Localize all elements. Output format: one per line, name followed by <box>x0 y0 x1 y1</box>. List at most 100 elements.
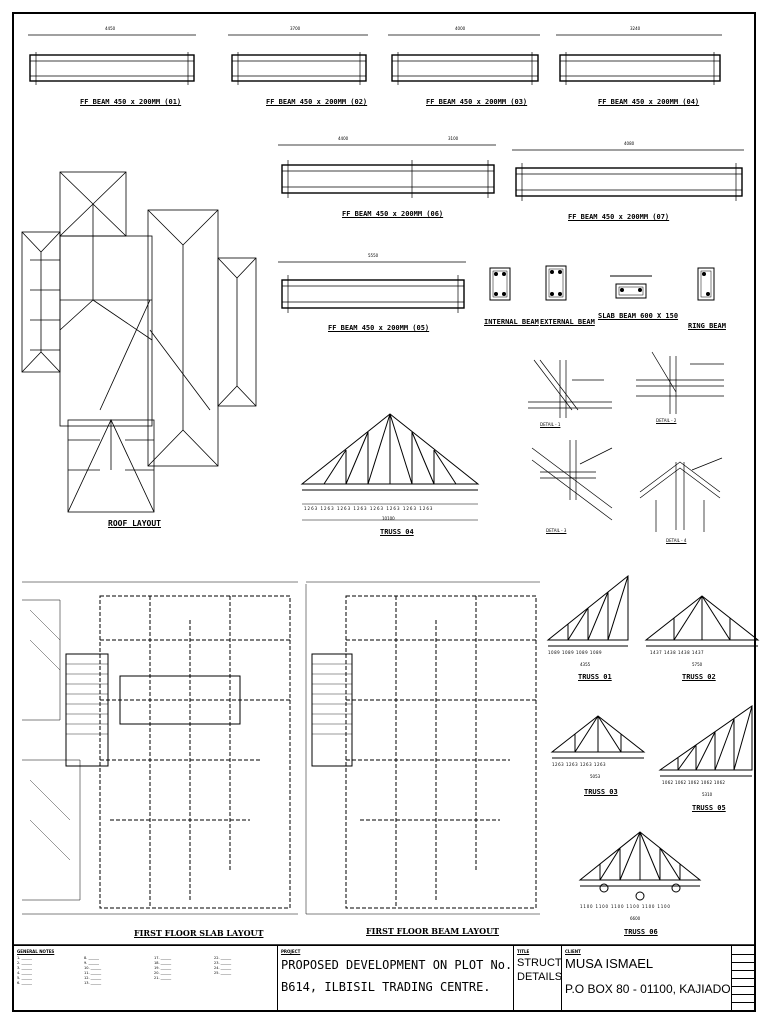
ring-beam-section <box>697 267 715 301</box>
truss-02-caption: TRUSS 02 <box>682 673 716 681</box>
slab-layout-caption: FIRST FLOOR SLAB LAYOUT <box>134 928 264 938</box>
beam-04-caption: FF BEAM 450 x 200MM (04) <box>598 98 700 106</box>
truss-02-total: 5750 <box>692 662 703 667</box>
internal-beam-caption: INTERNAL BEAM <box>484 318 539 326</box>
truss-04-caption: TRUSS 04 <box>380 528 414 536</box>
truss-03-total: 5053 <box>590 774 601 779</box>
truss-03-bays: 1263 1263 1263 1263 <box>552 762 607 767</box>
project-title: PROPOSED DEVELOPMENT ON PLOT No. B614, I… <box>281 954 512 998</box>
roof-layout-plan <box>21 171 257 513</box>
beam-elevation-05 <box>278 261 466 313</box>
beam-01-caption: FF BEAM 450 x 200MM (01) <box>80 98 182 106</box>
detail-3-drawing <box>531 440 613 521</box>
truss-01-drawing <box>546 574 629 647</box>
beam-elevation-04 <box>556 34 722 85</box>
roof-layout-caption: ROOF LAYOUT <box>108 519 161 528</box>
first-floor-slab-plan <box>22 581 298 915</box>
client-name: MUSA ISMAEL <box>565 956 654 971</box>
truss-01-caption: TRUSS 01 <box>578 673 612 681</box>
beam-06-dimension-a: 4400 <box>338 136 349 141</box>
detail-2-drawing <box>636 351 724 414</box>
sheet-title: STRUCTURAL DETAILS <box>517 956 562 984</box>
title-cell: TITLE STRUCTURAL DETAILS <box>514 946 562 1011</box>
beam-07-caption: FF BEAM 450 x 200MM (07) <box>568 213 670 221</box>
beam-elevation-01 <box>28 34 196 85</box>
slab-beam-section <box>610 275 652 299</box>
beam-02-caption: FF BEAM 450 x 200MM (02) <box>266 98 368 106</box>
notes-column-4: 22. ______23. ______24. ______25. ______ <box>214 956 232 975</box>
revision-cell <box>732 946 754 1011</box>
truss-06-total: 6600 <box>630 916 641 921</box>
title-label: TITLE <box>517 949 530 954</box>
beam-06-caption: FF BEAM 450 x 200MM (06) <box>342 210 444 218</box>
beam-07-dimension: 4080 <box>624 141 635 146</box>
beam-03-dimension: 4000 <box>455 26 466 31</box>
title-block: GENERAL NOTES 1. ______2. ______3. _____… <box>14 945 754 1011</box>
truss-05-total: 5310 <box>702 792 713 797</box>
detail-1-drawing <box>528 359 612 418</box>
rev-row-divider <box>732 962 754 963</box>
project-line-1: PROPOSED DEVELOPMENT ON PLOT No. <box>281 958 513 972</box>
truss-04-total: 10100 <box>382 516 395 521</box>
client-cell: CLIENT MUSA ISMAEL P.O BOX 80 - 01100, K… <box>562 946 732 1011</box>
beam-05-dimension: 5550 <box>368 253 379 258</box>
beam-06-dimension-b: 3100 <box>448 136 459 141</box>
external-beam-section <box>545 265 567 301</box>
detail-3-caption: DETAIL - 3 <box>546 528 567 533</box>
truss-06-drawing <box>578 831 702 901</box>
project-cell: PROJECT PROPOSED DEVELOPMENT ON PLOT No.… <box>278 946 514 1011</box>
beam-elevation-03 <box>388 34 540 85</box>
rev-row-divider <box>732 970 754 971</box>
beam-layout-caption: FIRST FLOOR BEAM LAYOUT <box>366 926 500 936</box>
client-address: P.O BOX 80 - 01100, KAJIADO <box>565 982 731 996</box>
sheet-title-line-1: STRUCTURAL <box>517 957 562 969</box>
first-floor-beam-plan <box>305 581 540 915</box>
beam-02-dimension: 3700 <box>290 26 301 31</box>
notes-column-2: 8. ______9. ______10. ______11. ______12… <box>84 956 102 985</box>
beam-elevation-06 <box>278 144 496 198</box>
sheet-border <box>12 12 756 1012</box>
rev-row-divider <box>732 954 754 955</box>
truss-04-drawing <box>300 413 480 521</box>
slab-beam-caption: SLAB BEAM 600 X 150 <box>598 312 679 320</box>
beam-04-dimension: 3240 <box>630 26 641 31</box>
beam-05-caption: FF BEAM 450 x 200MM (05) <box>328 324 430 332</box>
general-notes-label: GENERAL NOTES <box>17 949 55 954</box>
detail-2-caption: DETAIL - 2 <box>656 418 677 423</box>
general-notes-cell: GENERAL NOTES 1. ______2. ______3. _____… <box>14 946 278 1011</box>
truss-05-drawing <box>658 705 753 777</box>
rev-row-divider <box>732 994 754 995</box>
rev-row-divider <box>732 978 754 979</box>
project-line-2: B614, ILBISIL TRADING CENTRE. <box>281 980 491 994</box>
internal-beam-section <box>489 267 511 301</box>
project-label: PROJECT <box>281 949 301 954</box>
detail-4-caption: DETAIL - 4 <box>666 538 687 543</box>
notes-column-1: 1. ______2. ______3. ______4. ______5. _… <box>17 956 32 985</box>
truss-05-bays: 1062 1062 1062 1062 1062 <box>662 780 726 785</box>
truss-06-caption: TRUSS 06 <box>624 928 658 936</box>
notes-column-3: 17. ______18. ______19. ______20. ______… <box>154 956 172 980</box>
rev-row-divider <box>732 986 754 987</box>
beam-elevation-07 <box>512 149 744 201</box>
detail-1-caption: DETAIL - 1 <box>540 422 561 427</box>
client-label: CLIENT <box>565 949 581 954</box>
truss-04-bays: 1263 1263 1263 1263 1263 1263 1263 1263 <box>304 506 434 511</box>
rev-row-divider <box>732 1002 754 1003</box>
truss-03-caption: TRUSS 03 <box>584 788 618 796</box>
truss-06-bays: 1100 1100 1100 1100 1100 1100 <box>580 904 671 909</box>
truss-02-bays: 1437 1438 1438 1437 <box>650 650 705 655</box>
ring-beam-caption: RING BEAM <box>688 322 726 330</box>
truss-01-bays: 1089 1089 1089 1089 <box>548 650 603 655</box>
external-beam-caption: EXTERNAL BEAM <box>540 318 595 326</box>
beam-elevation-02 <box>228 34 368 85</box>
truss-03-drawing <box>550 715 646 759</box>
detail-4-drawing <box>639 457 723 532</box>
beam-03-caption: FF BEAM 450 x 200MM (03) <box>426 98 528 106</box>
truss-01-total: 4355 <box>580 662 591 667</box>
beam-01-dimension: 4450 <box>105 26 116 31</box>
truss-05-caption: TRUSS 05 <box>692 804 726 812</box>
sheet-title-line-2: DETAILS <box>517 971 562 983</box>
truss-02-drawing <box>644 595 760 647</box>
